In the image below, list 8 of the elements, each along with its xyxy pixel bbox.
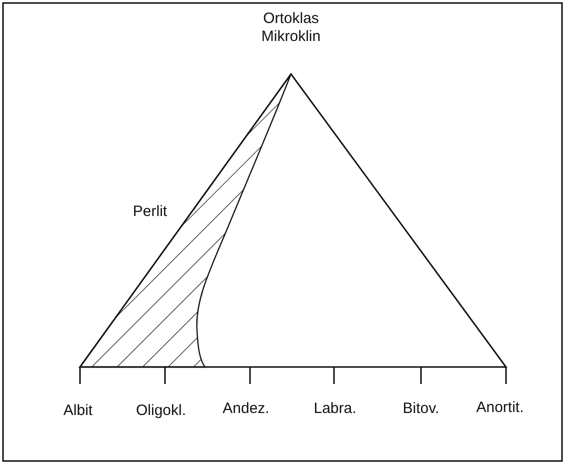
axis-label: Labra.: [314, 400, 356, 418]
axis-label: Albit: [63, 402, 93, 420]
axis-label: Oligokl.: [136, 402, 186, 420]
axis-label: Anortit.: [476, 399, 524, 417]
axis-label: Andez.: [222, 400, 270, 418]
mineral-label: Ortoklas Mikroklin: [260, 10, 322, 46]
region-label: Perlit: [132, 203, 168, 221]
axis-label: Bitov.: [402, 400, 440, 418]
